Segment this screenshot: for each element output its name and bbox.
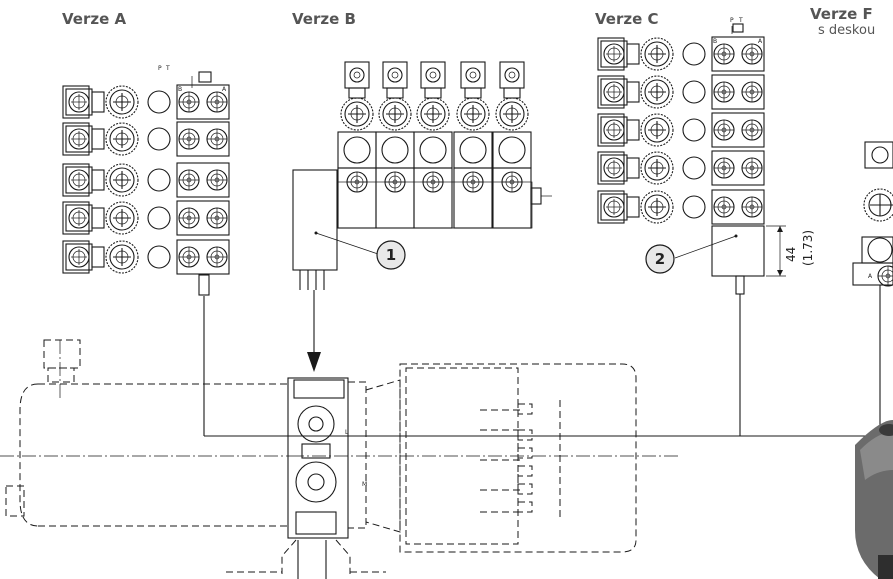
verze-b-column (454, 62, 492, 228)
verze-b-column (338, 62, 376, 228)
svg-text:L: L (345, 429, 349, 436)
verze-c-row (598, 37, 764, 71)
verze-a-drawing (63, 71, 229, 296)
label-verze-c: Verze C (595, 10, 659, 28)
svg-text:M: M (362, 481, 367, 488)
svg-text:1: 1 (386, 246, 396, 264)
label-verze-b: Verze B (292, 10, 356, 28)
svg-text:44: 44 (784, 247, 798, 262)
svg-text:P: P (158, 65, 162, 72)
down-arrow-icon (307, 352, 321, 372)
verze-c-row (598, 75, 764, 109)
label-verze-f-sub: s deskou (818, 23, 876, 38)
label-verze-f: Verze F (810, 5, 873, 23)
verze-c-drawing (598, 23, 786, 295)
svg-text:B: B (713, 38, 717, 45)
verze-f-drawing (852, 141, 893, 300)
verze-b-column (376, 62, 414, 228)
connector-lines (203, 290, 881, 437)
verze-a-row (63, 201, 229, 235)
verze-a-row (63, 85, 229, 119)
label-verze-a: Verze A (62, 10, 127, 28)
svg-text:T: T (738, 17, 743, 24)
svg-text:A: A (222, 86, 227, 93)
verze-b-drawing (292, 62, 552, 290)
verze-a-row (63, 163, 229, 197)
verze-c-row (598, 113, 764, 147)
port-labels: P T B A P T B A A L M (158, 17, 873, 488)
power-pack-drawing (0, 339, 680, 579)
svg-text:T: T (165, 65, 170, 72)
svg-text:B: B (178, 86, 182, 93)
verze-c-row (598, 190, 764, 224)
verze-b-column (493, 62, 531, 228)
verze-a-row (63, 240, 229, 274)
verze-a-row (63, 122, 229, 156)
verze-c-row (598, 151, 764, 185)
verze-b-column (414, 62, 452, 228)
dimension-44: 44 (1.73) (784, 230, 815, 266)
svg-text:2: 2 (655, 250, 665, 268)
svg-text:A: A (868, 273, 873, 280)
callout-2: 2 (645, 244, 675, 274)
callout-1: 1 (376, 240, 406, 270)
power-pack-photo (855, 420, 893, 579)
svg-text:(1.73): (1.73) (801, 230, 815, 266)
svg-text:P: P (730, 17, 734, 24)
svg-text:A: A (758, 38, 763, 45)
